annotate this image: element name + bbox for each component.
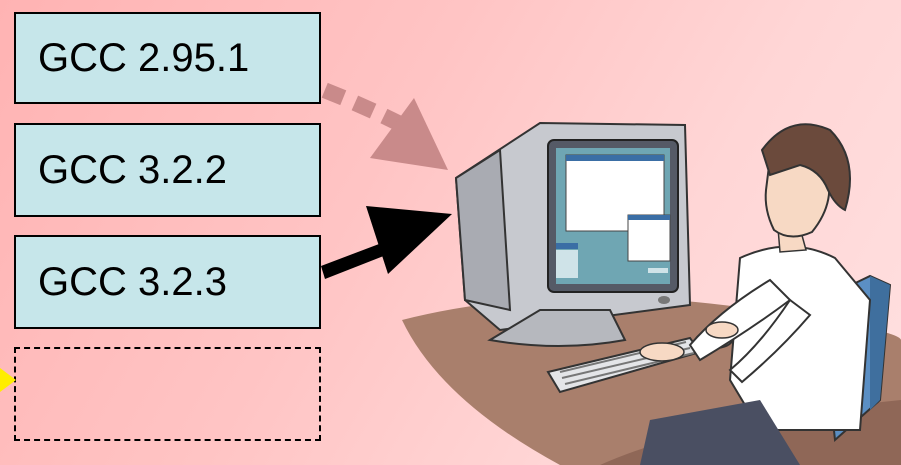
monitor-icon — [454, 121, 692, 347]
empty-version-slot — [14, 347, 321, 441]
version-label: GCC 3.2.2 — [38, 147, 227, 192]
active-arrow — [321, 206, 452, 279]
version-box-gcc-2-95-1: GCC 2.95.1 — [14, 12, 321, 104]
faded-dashed-arrow — [321, 82, 448, 170]
person-icon — [639, 123, 872, 465]
yellow-marker-icon — [0, 368, 16, 392]
version-label: GCC 3.2.3 — [38, 259, 227, 304]
version-box-gcc-3-2-2: GCC 3.2.2 — [14, 123, 321, 217]
version-label: GCC 2.95.1 — [38, 35, 250, 80]
version-box-gcc-3-2-3: GCC 3.2.3 — [14, 235, 321, 329]
